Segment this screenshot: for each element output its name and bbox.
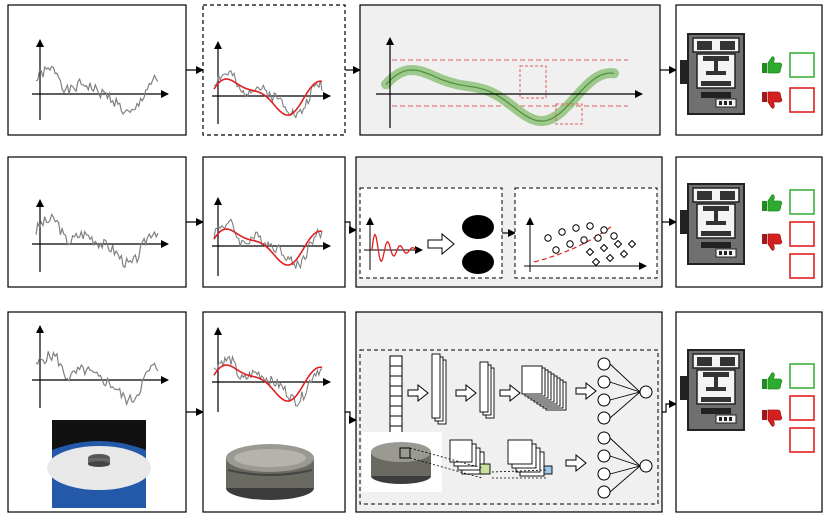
- scatter-diamond: [613, 239, 623, 249]
- cnn-2d-branch: [362, 431, 653, 499]
- hydraulic-press-icon: [679, 349, 745, 431]
- raw-signal-plot: [32, 199, 169, 272]
- scatter-circle: [594, 234, 602, 242]
- damped-signal-plot: [364, 217, 423, 270]
- fitted-signal-panel: [202, 4, 346, 136]
- feature-extraction-plot: [376, 37, 643, 128]
- scatter-diamond: [605, 253, 615, 263]
- class-token: [462, 215, 494, 239]
- scatter-circle: [610, 232, 618, 240]
- raw-signal-plot: [32, 39, 169, 120]
- neural-network-icon: [597, 357, 653, 425]
- pass-box: [789, 189, 815, 215]
- fail-box: [789, 253, 815, 279]
- decision-scatter: [524, 217, 647, 272]
- hydraulic-press-icon: [679, 183, 745, 265]
- connector-icon: [345, 411, 357, 424]
- raw-signal-panel: [7, 4, 187, 136]
- hollow-arrow-icon: [427, 232, 455, 256]
- sample-disc-photo: [226, 444, 314, 500]
- connector-icon: [345, 221, 357, 234]
- raw-signal-panel: [7, 156, 187, 288]
- neural-network-icon: [597, 431, 653, 499]
- sample-photo: [47, 420, 151, 508]
- row-3: [7, 311, 823, 513]
- raw-signal-trace: [35, 65, 159, 116]
- class-token: [462, 250, 494, 274]
- fitted-signal-plot: [212, 197, 331, 276]
- fitted-curve: [213, 78, 323, 116]
- scatter-diamond: [619, 249, 629, 259]
- scatter-circle: [566, 240, 574, 248]
- scatter-diamond: [627, 239, 637, 249]
- scatter-diamond: [585, 247, 595, 257]
- raw-signal-plot: [32, 325, 169, 408]
- scatter-circle: [572, 224, 580, 232]
- pass-box: [789, 52, 815, 78]
- connector-icon: [662, 400, 677, 413]
- fail-box: [789, 427, 815, 453]
- network-box: [359, 349, 659, 505]
- scatter-circle: [544, 234, 552, 242]
- fail-box: [789, 87, 815, 113]
- cnn-1d-branch: [389, 353, 653, 437]
- scatter-circle: [600, 226, 608, 234]
- row-2: [7, 156, 823, 288]
- scatter-diamond: [599, 243, 609, 253]
- pass-box: [789, 363, 815, 389]
- scatter-circle: [558, 228, 566, 236]
- fail-box: [789, 221, 815, 247]
- scatter-diamond: [591, 257, 601, 267]
- fitted-signal-plot: [212, 41, 331, 124]
- hydraulic-press-icon: [679, 33, 745, 115]
- scatter-circle: [586, 222, 594, 230]
- fitted-signal-plot: [212, 327, 331, 412]
- scatter-box: [514, 187, 658, 279]
- scatter-circle: [580, 236, 588, 244]
- fitted-signal-panel: [202, 156, 346, 288]
- scatter-circle: [552, 246, 560, 254]
- fail-box: [789, 395, 815, 421]
- row-1: [7, 4, 823, 136]
